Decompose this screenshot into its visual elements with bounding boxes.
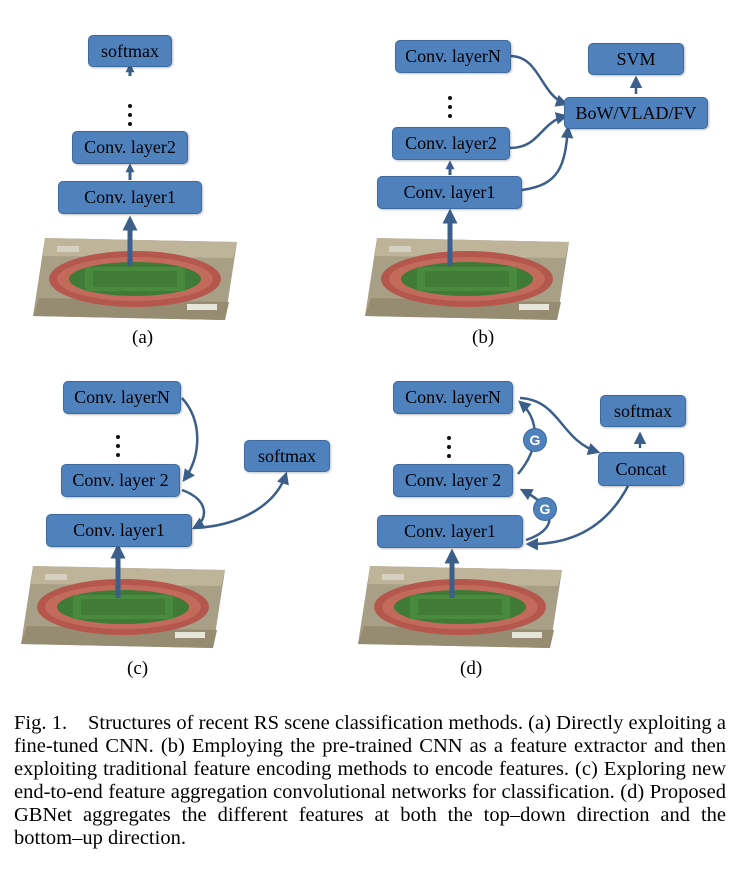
gate-icon-bottom: G bbox=[533, 497, 557, 521]
conv-layerN-box-c: Conv. layerN bbox=[63, 381, 181, 414]
diagram-graphics bbox=[21, 54, 647, 648]
conv-layerN-box-d: Conv. layerN bbox=[393, 381, 513, 414]
panel-label-b: (b) bbox=[472, 327, 495, 348]
layer1-to-encoder-arrow bbox=[521, 125, 574, 192]
panel-label-c: (c) bbox=[127, 658, 149, 679]
caption-prefix: Fig. 1. bbox=[14, 712, 68, 734]
conv-layer2-box-a: Conv. layer2 bbox=[72, 131, 188, 164]
conv-layerN-box-b: Conv. layerN bbox=[395, 40, 511, 73]
conv-layer1-box-c: Conv. layer1 bbox=[46, 514, 192, 547]
conv-layer1-box-a: Conv. layer1 bbox=[58, 181, 202, 214]
aerial-image-a bbox=[33, 238, 237, 320]
aerial-image-d bbox=[358, 566, 562, 648]
ellipsis-dots-b bbox=[447, 96, 453, 123]
figure-caption: Fig. 1. Structures of recent RS scene cl… bbox=[14, 712, 726, 850]
softmax-box-c: softmax bbox=[244, 440, 330, 472]
softmax-box-a: softmax bbox=[88, 35, 172, 67]
softmax-box-d: softmax bbox=[600, 395, 686, 427]
conv-layer2-box-c: Conv. layer 2 bbox=[61, 464, 180, 497]
encoder-box: BoW/VLAD/FV bbox=[564, 97, 708, 129]
ellipsis-dots-d bbox=[446, 436, 452, 463]
ellipsis-dots-a bbox=[127, 104, 133, 131]
ellipsis-dots-c bbox=[115, 435, 121, 462]
panel-label-a: (a) bbox=[132, 327, 154, 348]
concat-box: Concat bbox=[598, 452, 684, 486]
aerial-image-b bbox=[365, 238, 569, 320]
layerN-to-encoder-arrow bbox=[509, 54, 569, 107]
conv-layer2-box-d: Conv. layer 2 bbox=[393, 464, 513, 497]
layer1-to-softmax-arrow-c bbox=[193, 471, 289, 530]
gate-icon-top: G bbox=[523, 428, 547, 452]
panel-label-d: (d) bbox=[460, 658, 483, 679]
caption-text: Structures of recent RS scene classifica… bbox=[14, 712, 726, 849]
layerN-to-concat-arrow bbox=[519, 396, 601, 455]
aerial-image-c bbox=[21, 566, 225, 648]
layer2-to-encoder-arrow bbox=[509, 112, 569, 150]
conv-layer1-box-b: Conv. layer1 bbox=[377, 176, 522, 209]
svm-box: SVM bbox=[588, 43, 684, 75]
layer2-to-layer1-arrow-c bbox=[181, 488, 206, 530]
concat-to-layer1-arrow bbox=[525, 485, 630, 551]
layerN-to-layer2-arrow-c bbox=[181, 397, 199, 483]
conv-layer2-box-b: Conv. layer2 bbox=[392, 127, 510, 160]
conv-layer1-box-d: Conv. layer1 bbox=[377, 515, 523, 548]
